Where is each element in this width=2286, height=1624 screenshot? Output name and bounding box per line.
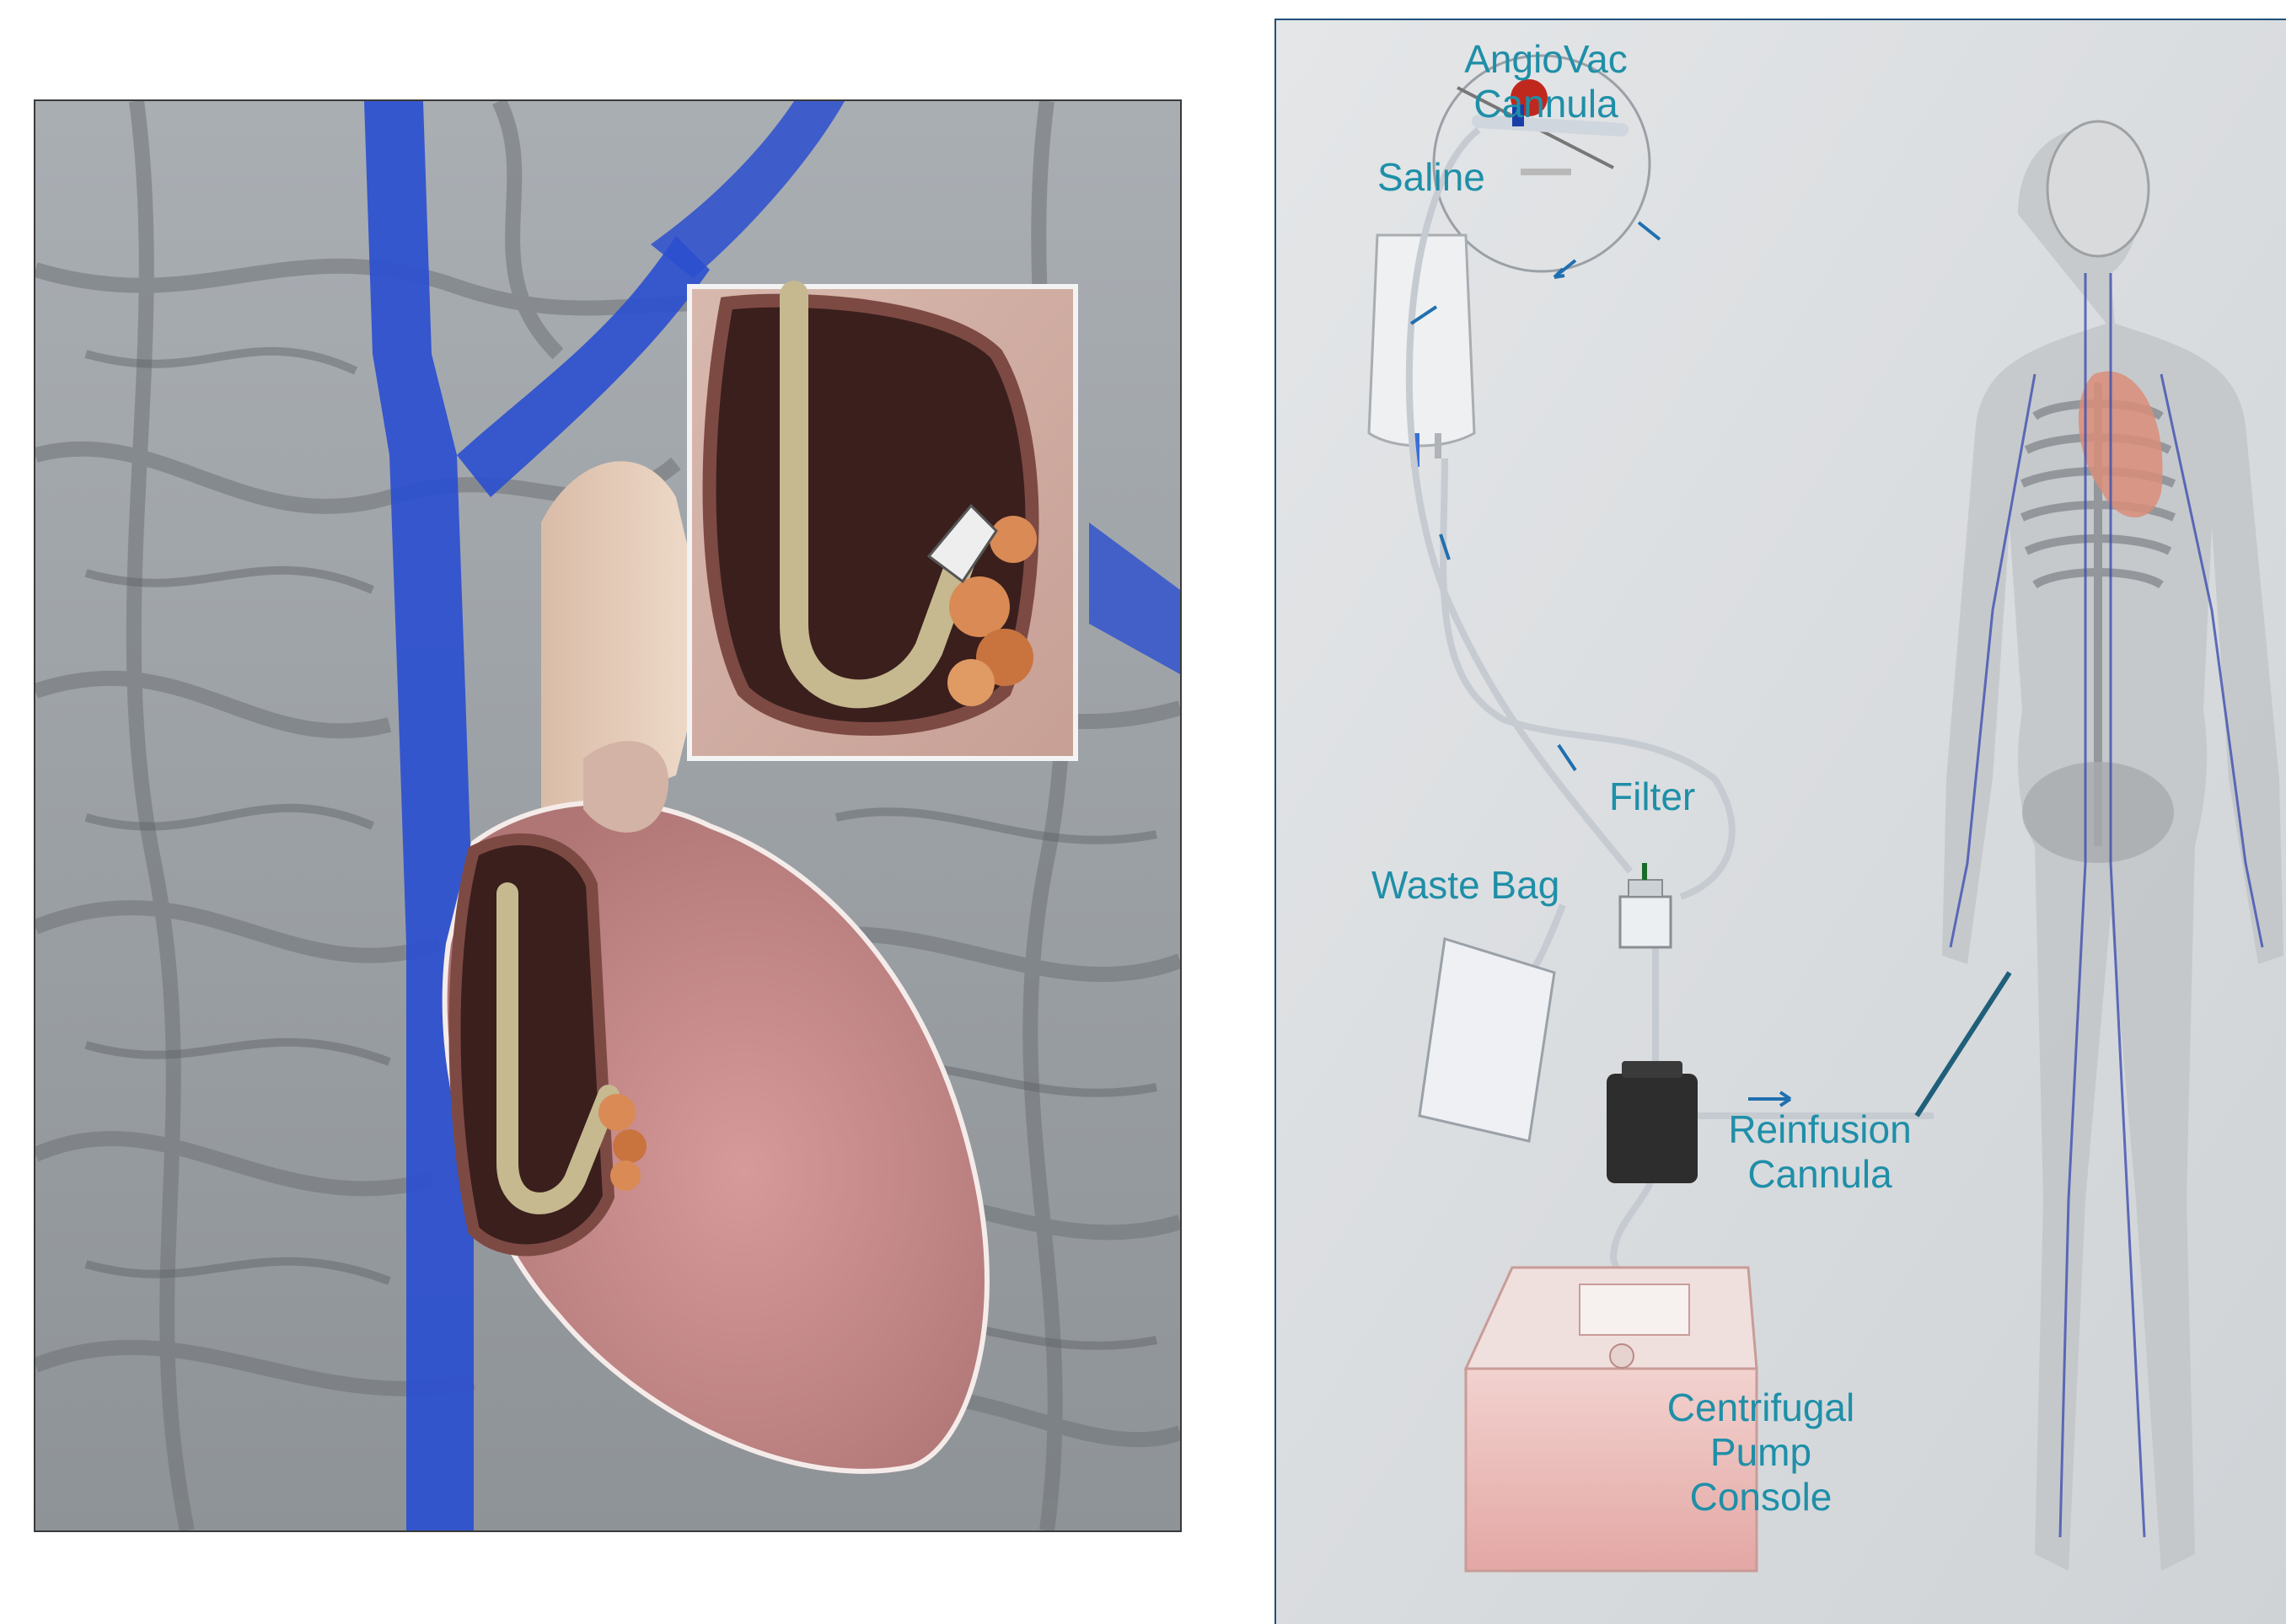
waste-bag — [1419, 939, 1554, 1141]
right-atrium-cutaway — [455, 839, 609, 1250]
centrifugal-pump — [1607, 1061, 1698, 1183]
inset-detail — [690, 287, 1076, 758]
label-angiovac-cannula: AngioVac Cannula — [1453, 37, 1639, 126]
circuit-diagram — [1276, 20, 2286, 1624]
label-reinfusion-cannula: Reinfusion Cannula — [1719, 1107, 1921, 1197]
label-pump-console: Centrifugal Pump Console — [1664, 1385, 1858, 1519]
heart-illustration-panel — [34, 99, 1182, 1532]
label-waste-bag: Waste Bag — [1371, 863, 1559, 908]
skull — [2047, 121, 2149, 256]
pelvis — [2022, 762, 2174, 863]
circuit-diagram-panel: AngioVac Cannula Saline Filter Waste Bag… — [1274, 19, 2286, 1624]
label-filter: Filter — [1609, 774, 1695, 819]
heart-illustration — [35, 101, 1180, 1530]
saline-bag — [1369, 235, 1474, 467]
label-saline: Saline — [1377, 155, 1485, 200]
